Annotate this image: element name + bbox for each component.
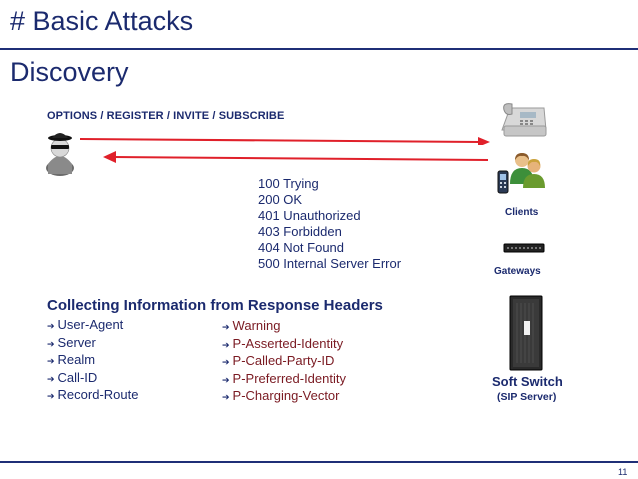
spy-icon [40, 128, 80, 176]
response-item: 401 Unauthorized [258, 208, 361, 223]
response-item: 404 Not Found [258, 240, 345, 255]
footer-divider [0, 461, 638, 463]
list-item: ➔Call-ID [47, 369, 98, 385]
clients-label: Clients [505, 207, 539, 218]
response-item: 500 Internal Server Error [258, 256, 402, 271]
arrow-bullet-icon: ➔ [47, 356, 55, 366]
list-item: ➔Server [47, 334, 96, 350]
list-item: ➔P-Preferred-Identity [222, 370, 346, 386]
list-item: ➔Warning [222, 318, 281, 333]
sip-methods-label: OPTIONS / REGISTER / INVITE / SUBSCRIBE [47, 110, 285, 122]
headers-right-list: ➔Warning ➔P-Asserted-Identity ➔P-Called-… [222, 318, 346, 406]
arrow-bullet-icon: ➔ [222, 392, 230, 403]
gateway-device-icon [503, 242, 545, 254]
list-item: ➔P-Called-Party-ID [222, 353, 335, 369]
list-item: ➔P-Charging-Vector [222, 388, 340, 404]
request-arrow [80, 133, 490, 145]
arrow-bullet-icon: ➔ [47, 391, 55, 401]
response-item: 100 Trying [258, 176, 319, 191]
server-rack-icon [509, 295, 543, 371]
arrow-bullet-icon: ➔ [222, 374, 230, 385]
section-subtitle: Discovery [10, 57, 129, 87]
page-number: 11 [618, 467, 628, 477]
response-item: 200 OK [258, 192, 303, 207]
list-item: ➔Record-Route [47, 387, 139, 402]
mobile-phone-icon [497, 170, 509, 194]
desk-phone-icon [498, 100, 548, 140]
title-divider [0, 48, 638, 50]
list-item: ➔User-Agent [47, 317, 124, 332]
arrow-bullet-icon: ➔ [222, 322, 230, 332]
arrow-bullet-icon: ➔ [47, 321, 55, 331]
headers-left-list: ➔User-Agent ➔Server ➔Realm ➔Call-ID ➔Rec… [47, 317, 138, 405]
arrow-bullet-icon: ➔ [47, 338, 55, 349]
sip-server-label: (SIP Server) [497, 391, 557, 403]
arrow-bullet-icon: ➔ [222, 339, 230, 350]
slide-title: # Basic Attacks [10, 6, 194, 36]
list-item: ➔Realm [47, 352, 96, 367]
list-item: ➔P-Asserted-Identity [222, 335, 344, 351]
sip-responses-list: 100 Trying 200 OK 401 Unauthorized 403 F… [258, 176, 401, 272]
arrow-bullet-icon: ➔ [47, 373, 55, 384]
gateways-label: Gateways [494, 266, 541, 277]
response-item: 403 Forbidden [258, 224, 342, 239]
title-bar: # Basic Attacks [0, 0, 638, 48]
soft-switch-label: Soft Switch [492, 374, 563, 389]
collect-info-heading: Collecting Information from Response Hea… [47, 297, 383, 314]
response-arrow [103, 150, 488, 164]
arrow-bullet-icon: ➔ [222, 357, 230, 368]
users-icon [508, 150, 546, 188]
